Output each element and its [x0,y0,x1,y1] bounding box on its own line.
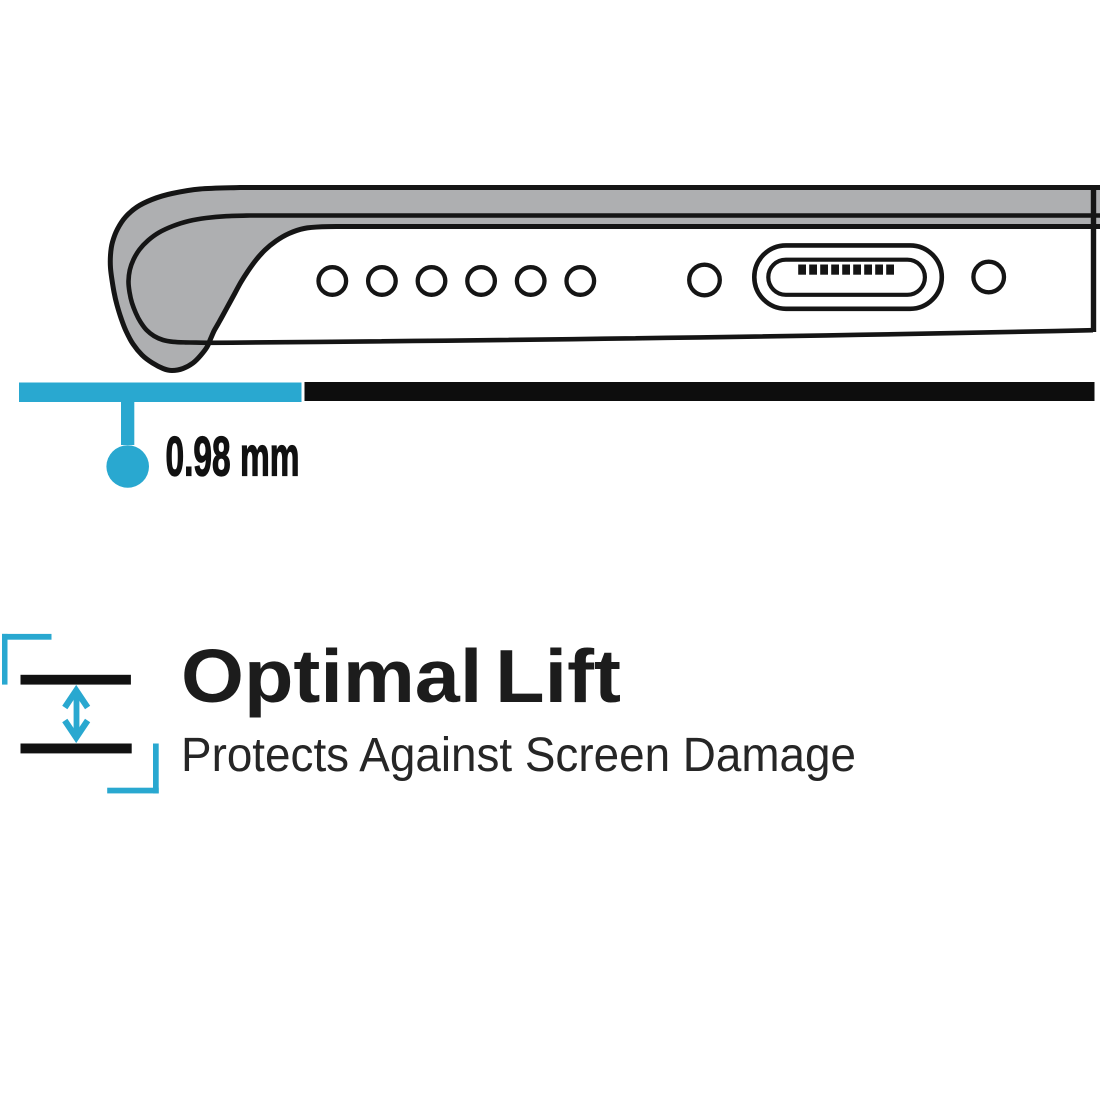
svg-text:Protects Against Screen Damage: Protects Against Screen Damage [181,729,856,782]
svg-text:0.98 mm: 0.98 mm [166,425,300,488]
svg-text:Optimal Lift: Optimal Lift [181,634,621,718]
